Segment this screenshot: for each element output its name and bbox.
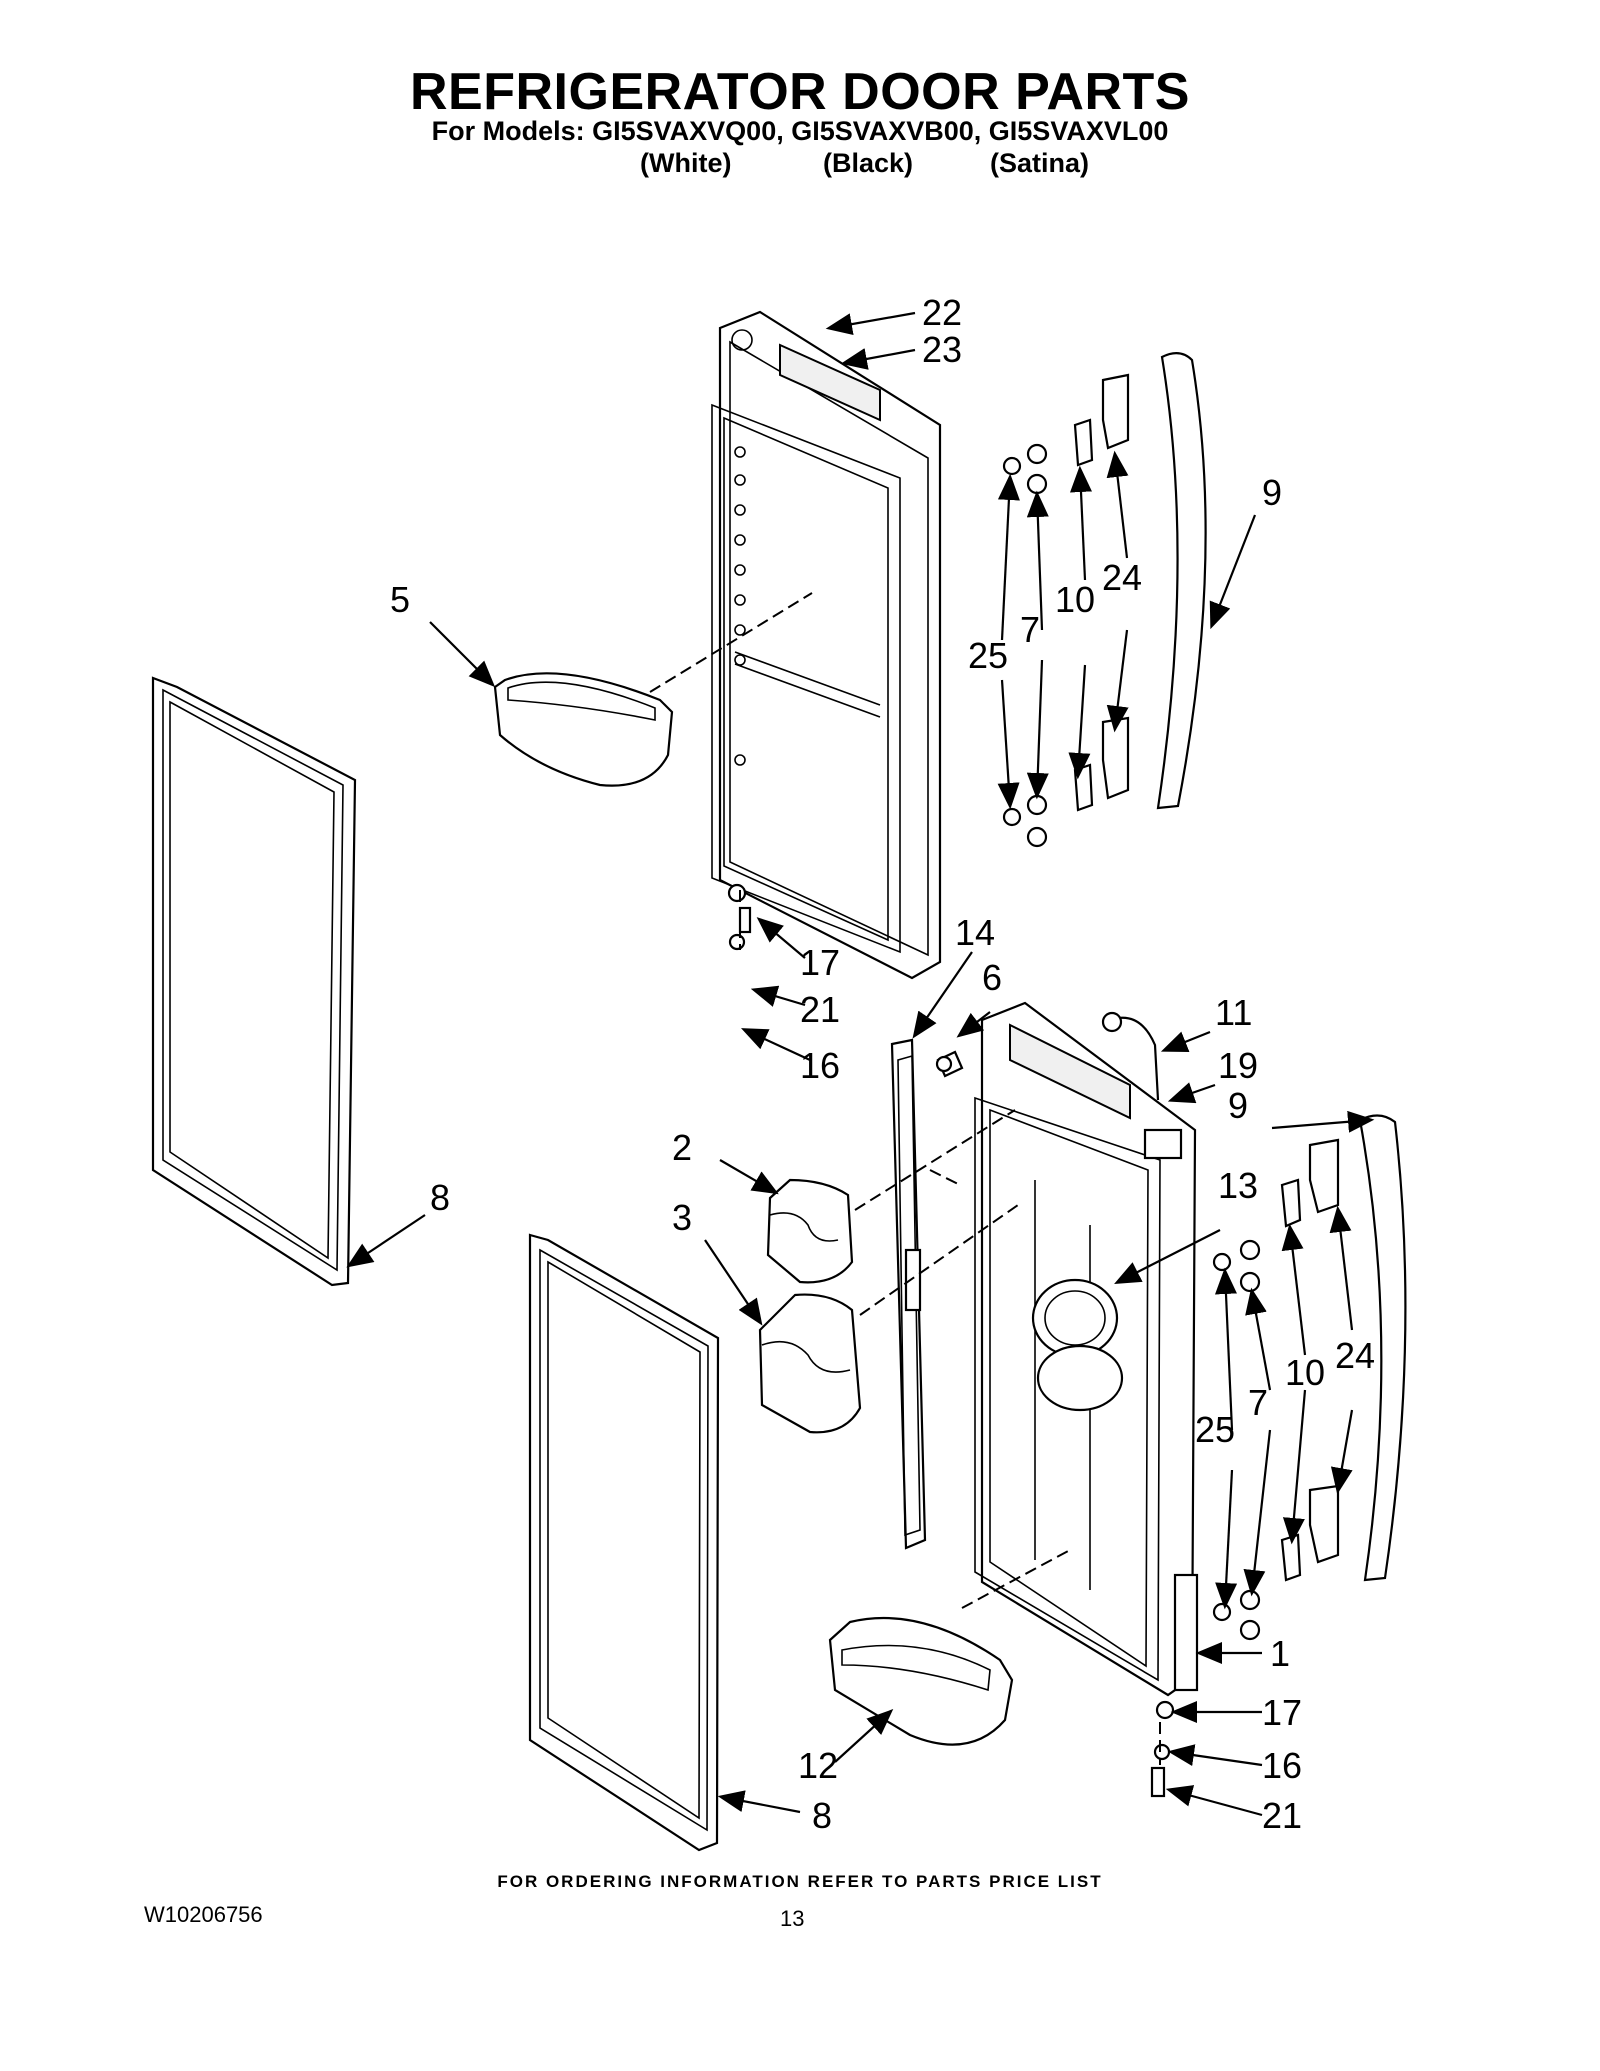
door-gasket-lower [528,1233,720,1852]
callout-7-upper: 7 [1020,609,1040,650]
upper-door-assembly [711,310,942,980]
callout-17-upper: 17 [800,942,840,983]
callout-22: 22 [922,292,962,333]
callout-25-lower: 25 [1195,1409,1235,1450]
callout-21-lower: 21 [1262,1795,1302,1836]
callout-24-upper: 24 [1102,557,1142,598]
callout-10-lower: 10 [1285,1352,1325,1393]
callout-9-lower: 9 [1228,1085,1248,1126]
callout-25-upper: 25 [968,635,1008,676]
page-title: REFRIGERATOR DOOR PARTS [410,63,1190,121]
callout-8-lower: 8 [812,1795,832,1836]
callout-13: 13 [1218,1165,1258,1206]
model-list: For Models: GI5SVAXVQ00, GI5SVAXVB00, GI… [431,116,1169,146]
leader-lines [346,311,1375,1817]
callout-9-upper: 9 [1262,472,1282,513]
callout-8-upper: 8 [430,1177,450,1218]
door-handle-upper [1156,352,1207,810]
callout-14: 14 [955,912,995,953]
callout-10-upper: 10 [1055,579,1095,620]
callout-3: 3 [672,1197,692,1238]
door-gasket-upper [151,676,357,1287]
callout-21-upper: 21 [800,989,840,1030]
mullion-bar [890,1038,964,1550]
callout-24-lower: 24 [1335,1335,1375,1376]
callout-17-lower: 17 [1262,1692,1302,1733]
variant-black: (Black) [823,148,914,178]
callout-2: 2 [672,1127,692,1168]
callout-16-upper: 16 [800,1045,840,1086]
ordering-note: FOR ORDERING INFORMATION REFER TO PARTS … [497,1872,1103,1891]
door-bin-upper [493,672,674,787]
door-bin-lower [828,1616,1014,1746]
callout-5: 5 [390,579,410,620]
upper-door-clips [734,446,746,766]
callout-12: 12 [798,1745,838,1786]
door-handle-lower [1358,1114,1407,1582]
callout-7-lower: 7 [1248,1382,1268,1423]
callout-1: 1 [1270,1633,1290,1674]
callout-19: 19 [1218,1045,1258,1086]
variant-satina: (Satina) [990,148,1090,178]
callout-11: 11 [1215,992,1252,1033]
lower-hinge-parts [935,1011,1340,1798]
assembly-lines [649,592,1161,1765]
dispenser-frame [1031,1278,1124,1412]
callout-23: 23 [922,329,962,370]
document-number: W10206756 [144,1902,263,1927]
door-bin-small [766,1178,854,1284]
variant-white: (White) [640,148,732,178]
callout-labels: 22 23 9 5 24 10 7 25 14 6 17 21 16 11 19… [390,292,1375,1836]
callout-6: 6 [982,957,1002,998]
door-bin-medium [758,1293,862,1434]
callout-16-lower: 16 [1262,1745,1302,1786]
page-number: 13 [780,1906,805,1931]
